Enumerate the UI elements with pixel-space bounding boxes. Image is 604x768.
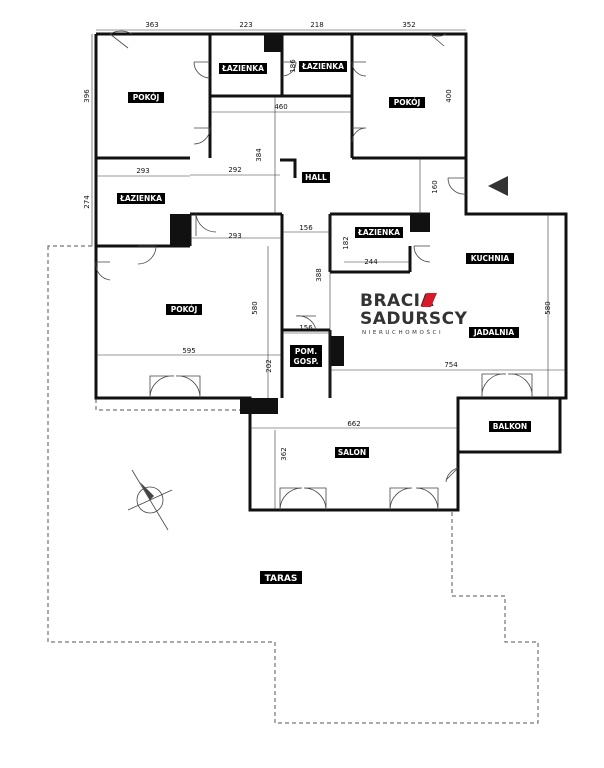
dim-362: 362 bbox=[280, 447, 288, 460]
dim-352: 352 bbox=[402, 21, 415, 29]
room-label-jadalnia: JADALNIA bbox=[469, 327, 519, 338]
dim-160: 160 bbox=[431, 180, 439, 193]
svg-text:NIERUCHOMOŚCI: NIERUCHOMOŚCI bbox=[362, 329, 443, 336]
svg-text:TARAS: TARAS bbox=[265, 574, 298, 584]
room-label-balkon: BALKON bbox=[489, 421, 531, 432]
compass-icon bbox=[127, 469, 173, 531]
room-label-lazienka-2: ŁAZIENKA bbox=[299, 61, 347, 72]
dim-244: 244 bbox=[364, 258, 378, 266]
svg-text:POKÓJ: POKÓJ bbox=[133, 93, 160, 102]
svg-text:SADURSCY: SADURSCY bbox=[360, 309, 468, 329]
svg-text:POKÓJ: POKÓJ bbox=[394, 98, 421, 107]
svg-text:ŁAZIENKA: ŁAZIENKA bbox=[301, 62, 344, 71]
dim-182: 182 bbox=[342, 236, 350, 249]
dim-396: 396 bbox=[83, 89, 91, 103]
svg-text:ŁAZIENKA: ŁAZIENKA bbox=[221, 64, 264, 73]
doors bbox=[95, 30, 533, 511]
dim-293-mid: 293 bbox=[228, 232, 241, 240]
dimension-labels: 363 223 218 352 396 186 400 460 384 292 … bbox=[83, 21, 552, 461]
dim-274: 274 bbox=[83, 195, 91, 209]
dim-580-right: 580 bbox=[544, 301, 552, 314]
dim-186: 186 bbox=[289, 59, 297, 73]
svg-text:GOSP.: GOSP. bbox=[294, 357, 319, 366]
dim-363: 363 bbox=[145, 21, 158, 29]
dim-388: 388 bbox=[315, 268, 323, 281]
wall-blocks bbox=[170, 34, 430, 414]
svg-text:KUCHNIA: KUCHNIA bbox=[471, 254, 510, 263]
dim-754: 754 bbox=[444, 361, 458, 369]
room-labels: POKÓJ ŁAZIENKA ŁAZIENKA POKÓJ HALL ŁAZIE… bbox=[117, 61, 531, 584]
brand-accent-icon bbox=[421, 293, 437, 307]
svg-text:POM.: POM. bbox=[295, 347, 317, 356]
room-label-kuchnia: KUCHNIA bbox=[466, 253, 514, 264]
room-label-hall: HALL bbox=[302, 172, 330, 183]
svg-text:ŁAZIENKA: ŁAZIENKA bbox=[119, 194, 162, 203]
room-label-pokoj-3: POKÓJ bbox=[166, 304, 202, 315]
room-label-lazienka-3: ŁAZIENKA bbox=[117, 193, 165, 204]
svg-text:SALON: SALON bbox=[338, 448, 366, 457]
room-label-lazienka-1: ŁAZIENKA bbox=[219, 63, 267, 74]
svg-text:ŁAZIENKA: ŁAZIENKA bbox=[357, 228, 400, 237]
room-label-pokoj-1: POKÓJ bbox=[128, 92, 164, 103]
dim-202: 202 bbox=[265, 359, 273, 372]
svg-text:BRACIA: BRACIA bbox=[360, 291, 435, 311]
room-label-pom-gosp: POM. GOSP. bbox=[290, 345, 322, 367]
terrace-outline bbox=[47, 245, 539, 724]
dim-460: 460 bbox=[274, 103, 287, 111]
dim-595: 595 bbox=[182, 347, 195, 355]
dim-293-top: 293 bbox=[136, 167, 149, 175]
svg-text:HALL: HALL bbox=[305, 173, 327, 182]
dim-292: 292 bbox=[228, 166, 241, 174]
dim-400: 400 bbox=[445, 89, 453, 102]
dimension-lines bbox=[91, 29, 566, 510]
svg-text:JADALNIA: JADALNIA bbox=[473, 328, 514, 337]
entrance-arrow-icon bbox=[488, 176, 508, 196]
dim-156-bottom: 156 bbox=[299, 324, 313, 332]
brand-logo: BRACIA SADURSCY NIERUCHOMOŚCI bbox=[360, 291, 468, 336]
room-label-pokoj-2: POKÓJ bbox=[389, 97, 425, 108]
dim-580-left: 580 bbox=[251, 301, 259, 314]
dim-223: 223 bbox=[239, 21, 252, 29]
room-label-salon: SALON bbox=[335, 447, 369, 458]
svg-text:POKÓJ: POKÓJ bbox=[171, 305, 198, 314]
dim-662: 662 bbox=[347, 420, 360, 428]
dim-218: 218 bbox=[310, 21, 323, 29]
dim-156-top: 156 bbox=[299, 224, 313, 232]
room-label-lazienka-4: ŁAZIENKA bbox=[355, 227, 403, 238]
dim-384: 384 bbox=[255, 148, 263, 162]
interior-walls bbox=[96, 34, 566, 510]
svg-text:BALKON: BALKON bbox=[493, 422, 527, 431]
room-label-taras: TARAS bbox=[260, 571, 302, 584]
